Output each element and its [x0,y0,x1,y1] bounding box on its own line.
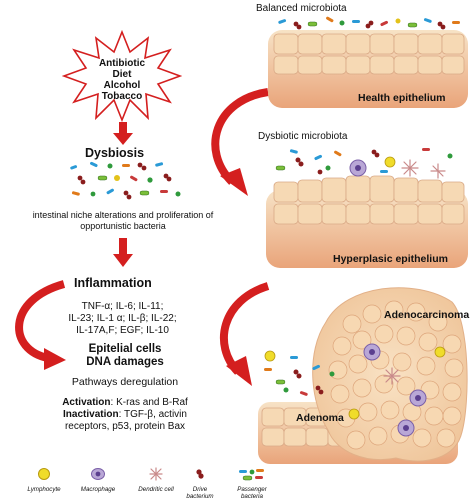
hyperplasic-epithelium-illustration [266,148,468,268]
bacteria-cluster-icon [70,161,181,200]
down-arrow-1 [113,122,133,145]
risk-factor-alcohol: Alcohol [103,80,141,91]
inactivation-text: : TGF-β, activin [118,409,187,420]
legend-drive-bacterium: Drive bacterium [170,467,230,500]
legend-lymphocyte-label: Lymphocyte [27,486,61,493]
activation-line: Activation: K-ras and B-Raf [20,397,230,409]
dysbiosis-caption-line-2: opportunistic bacteria [80,221,166,231]
dysbiotic-microbiota-title: Dysbiotic microbiota [258,131,348,142]
drive-bacterium-icon [196,469,204,479]
macrophage-icon [91,468,105,480]
inflammation-title: Inflammation [74,276,152,290]
pathways-title: Pathways deregulation [71,376,179,388]
activation-label: Activation [62,397,111,408]
curved-arrow-left-head [44,348,66,370]
tumor-illustration [258,287,468,464]
passenger-bacteria-icon [239,469,264,481]
legend-macrophage-label: Macrophage [80,486,116,493]
pathways-detail: Activation: K-ras and B-Raf Inactivation… [20,397,230,433]
risk-factor-diet: Diet [112,69,132,80]
legend-dendritic-cell: Dendritic cell [126,467,186,493]
balanced-microbiota-title: Balanced microbiota [256,3,347,14]
cytokines-line-1: TNF-α; IL-6; IL-11; [81,301,164,312]
cytokines-list: TNF-α; IL-6; IL-11; IL-23; IL-1 α; IL-β;… [20,301,225,337]
legend-passenger-bacteria-label-1: Passenger [237,486,267,493]
cytokines-line-3: IL-17A,F; EGF; IL-10 [76,325,169,336]
risk-factor-antibiotic: Antibiotic [98,58,146,69]
inactivation-line-2: receptors, p53, protein Bax [64,421,186,432]
dna-damage-line-1: Epitelial cells [88,343,162,355]
legend-passenger-bacteria: Passenger bacteria [222,467,282,500]
risk-factors-starburst [62,30,182,122]
legend-drive-bacterium-label-2: bacterium [186,493,214,500]
curved-arrow-left [15,280,66,362]
inactivation-label: Inactivation [63,409,119,420]
dendritic-cell-icon [149,467,163,481]
activation-text: : K-ras and B-Raf [110,397,188,408]
legend-lymphocyte: Lymphocyte [14,467,74,493]
dysbiosis-caption-line-1: intestinal niche alterations and prolife… [32,210,214,220]
down-arrow-2 [113,238,133,267]
hyperplasic-epithelium-label: Hyperplasic epithelium [333,253,448,265]
legend-passenger-bacteria-label-2: bacteria [240,493,263,500]
risk-factor-tobacco: Tobacco [101,91,143,102]
legend-macrophage: Macrophage [68,467,128,493]
lymphocyte-icon [38,468,50,480]
curved-arrow-bottom [220,282,270,375]
legend-drive-bacterium-label-1: Drive [192,486,208,493]
healthy-epithelium-illustration [268,16,468,108]
dna-damage-text: Epitelial cells DNA damages [40,343,210,369]
curved-arrow-bottom-head [226,356,252,386]
dna-damage-line-2: DNA damages [86,356,164,368]
curved-arrow-top [211,88,269,185]
legend-dendritic-cell-label: Dendritic cell [138,486,174,493]
dysbiosis-caption: intestinal niche alterations and prolife… [2,210,244,232]
health-epithelium-label: Health epithelium [358,92,446,104]
adenoma-label: Adenoma [296,412,344,424]
curved-arrow-top-head [220,168,248,196]
dysbiosis-title: Dysbiosis [85,146,145,160]
adenocarcinoma-label: Adenocarcinoma [384,309,470,321]
cytokines-line-2: IL-23; IL-1 α; IL-β; IL-22; [68,313,177,324]
risk-factors-text: Antibiotic Diet Alcohol Tobacco [67,58,177,102]
inactivation-line: Inactivation: TGF-β, activin [20,409,230,421]
